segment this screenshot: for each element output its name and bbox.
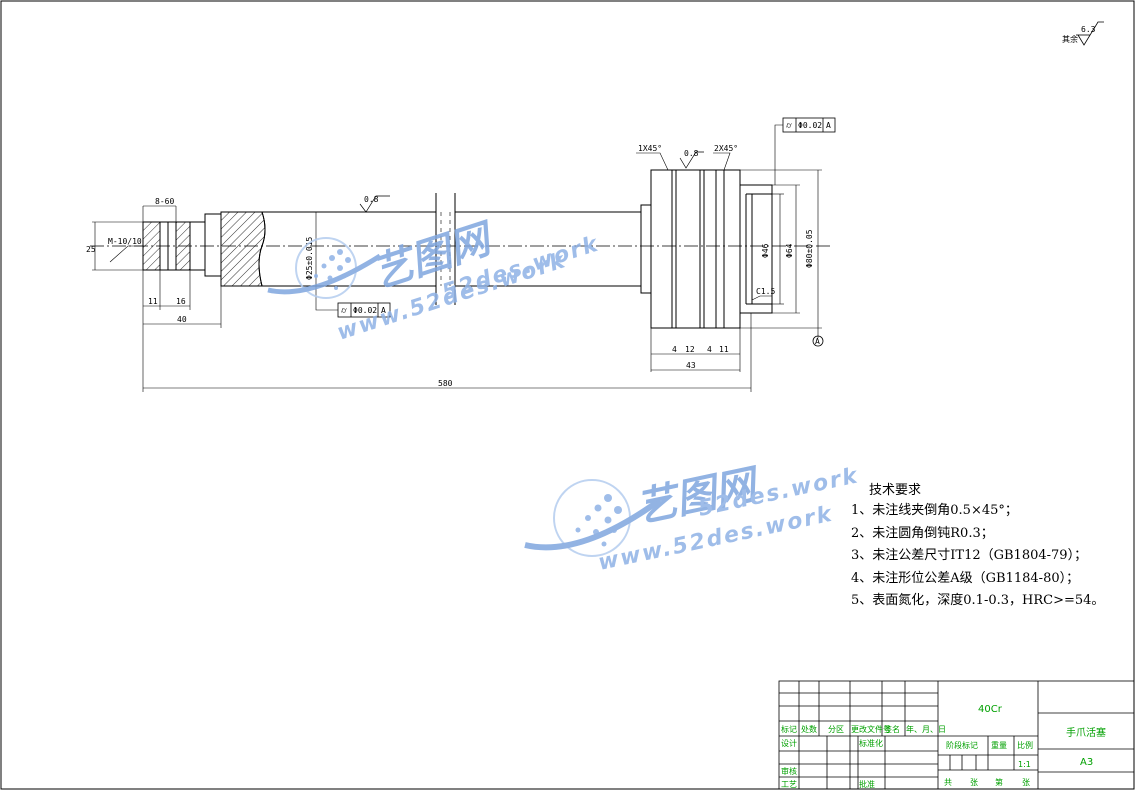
dim-chamfer-right: 2X45° [714,144,738,153]
tb-weight: 重量 [991,740,1007,750]
tolerance-frame-top: ⌭ Φ0.02 A [782,117,836,133]
tb-page: 第 [995,777,1003,787]
dim-flange-dia1: Φ64 [785,243,794,258]
tb-mark: 标记 [781,724,797,734]
dim-bore-dia: Φ46 [761,243,770,258]
title-block-text: 标记 处数 分区 更改文件号 签名 年、月、日 设计 标准化 审核 工艺 批准 … [781,704,1106,789]
tb-material: 40Cr [978,704,1003,715]
requirement-3: 3、未注公差尺寸IT12（GB1804-79）； [851,548,1087,563]
tolerance-top-datum: A [826,121,831,130]
tb-approve: 批准 [859,779,875,789]
tb-count: 处数 [801,724,817,734]
tb-date: 年、月、日 [906,724,946,734]
dim-seg-11: 11 [719,345,729,354]
dim-16: 16 [176,297,186,306]
tb-zone: 分区 [828,725,844,734]
roughness-symbol: 其余 6.3 [1062,21,1104,46]
watermark-center: 艺图网 52des.work www.52des.work [524,461,861,576]
tolerance-bottom-symbol: ⌭ [341,306,347,315]
globe-logo-top [267,237,382,299]
dim-chamfer-left: 1X45° [638,144,662,153]
tb-standardize: 标准化 [859,738,883,748]
dim-fillet: C1.5 [756,287,775,296]
datum-label: A [815,337,820,346]
dim-8-60: 8-60 [155,197,174,206]
dim-rough-right: 0.8 [684,149,699,158]
technical-requirements: 技术要求 1、未注线夹倒角0.5×45°； 2、未注圆角倒钝R0.3； 3、未注… [851,483,1104,608]
tb-scale: 1:1 [1018,760,1031,769]
dim-25: 25 [86,245,96,254]
requirement-5: 5、表面氮化，深度0.1-0.3，HRC>=54。 [851,592,1104,608]
tb-total: 共 [944,778,952,787]
dim-40: 40 [177,315,187,324]
dim-seg-4a: 4 [672,345,677,354]
dim-rough-middle: 0.8 [364,195,379,204]
roughness-marks [359,151,704,213]
roughness-value: 6.3 [1081,25,1096,34]
dim-seg-4b: 4 [707,345,712,354]
tb-process: 工艺 [781,780,797,789]
tb-drawing-no: A3 [1080,757,1093,768]
requirement-4: 4、未注形位公差A级（GB1184-80）； [851,571,1079,586]
tb-stage-mark: 阶段标记 [946,740,978,750]
tb-designer: 设计 [781,738,797,748]
tb-review: 审核 [781,766,797,776]
datum-marker: A [812,335,824,347]
tolerance-bottom-value: Φ0.02 [353,306,377,315]
part-geometry [90,169,830,329]
dim-shaft-dia: Φ25±0.015 [305,236,314,280]
roughness-label: 其余 [1062,34,1078,44]
tb-sheet-1: 张 [970,778,978,787]
globe-logo-center [524,479,662,557]
dim-seg-12: 12 [685,345,695,354]
requirement-2: 2、未注圆角倒钝R0.3； [851,526,994,541]
tb-change-doc: 更改文件号 [851,724,891,734]
dim-thread: M-10/10 [108,237,142,246]
tb-ratio: 比例 [1017,740,1033,750]
dim-total-length: 580 [438,379,453,388]
dim-43: 43 [686,361,696,370]
dim-11: 11 [148,297,158,306]
tb-part-name: 手爪活塞 [1066,726,1106,739]
title-block [778,680,1135,790]
requirement-1: 1、未注线夹倒角0.5×45°； [851,503,1018,518]
tb-sheet-2: 张 [1022,778,1030,787]
tolerance-bottom-datum: A [381,306,386,315]
tolerance-top-symbol: ⌭ [786,121,792,130]
watermark-top: 艺图网 52des.work www.52des.work [267,215,603,346]
requirements-title: 技术要求 [869,483,921,498]
tolerance-frame-bottom: ⌭ Φ0.02 A [337,302,391,318]
tb-sign: 签名 [884,724,900,734]
tolerance-top-value: Φ0.02 [798,121,822,130]
dimension-lines [92,124,822,392]
dim-flange-dia2: Φ80±0.05 [805,229,814,268]
